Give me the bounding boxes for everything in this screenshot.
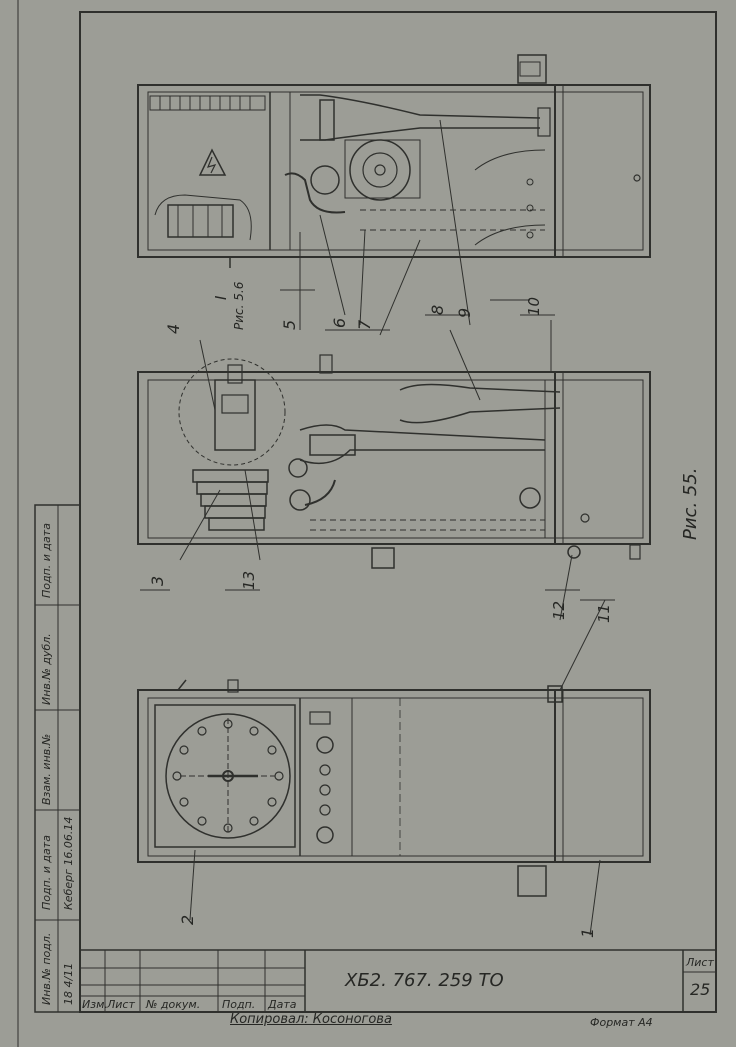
sheet-number: 25 [690, 980, 711, 999]
side-stamp-sign-date-2: Подп. и дата [40, 523, 53, 598]
callout-10: 10 [525, 296, 543, 316]
callout-8: 8 [428, 304, 447, 315]
col-date: Дата [268, 998, 297, 1011]
format-label: Формат А4 [590, 1016, 653, 1029]
detail-ref: I [212, 295, 230, 300]
callout-9: 9 [455, 307, 474, 318]
callout-leaders [140, 119, 615, 936]
side-stamp-sign-date: Подп. и дата [40, 835, 53, 910]
col-sheet: Лист [107, 998, 135, 1011]
callout-1: 1 [578, 927, 597, 938]
callout-7: 7 [355, 319, 374, 330]
side-stamp-replace-inv: Взам. инв.№ [40, 733, 53, 805]
cabinet-view-top [137, 54, 651, 268]
callout-5: 5 [280, 319, 299, 330]
callout-2: 2 [178, 914, 197, 925]
side-stamp-inv-orig-value: 18 4/11 [62, 962, 75, 1005]
callout-11: 11 [595, 603, 613, 623]
document-designation: ХБ2. 767. 259 ТО [345, 970, 504, 991]
callout-13: 13 [240, 570, 258, 590]
side-stamp-inv-orig: Инв.№ подл. [40, 932, 53, 1005]
cabinet-view-middle [137, 354, 651, 569]
detail-note: Рис. 5.6 [232, 281, 246, 330]
figure-caption: Рис. 55. [680, 467, 701, 540]
side-stamp-sign-date-value: Кеберг 16.06.14 [62, 816, 75, 910]
col-doc-no: № докум. [146, 998, 201, 1011]
cabinet-view-bottom [137, 679, 651, 897]
side-stamp-dup-inv: Инв.№ дубл. [40, 633, 53, 705]
col-signature: Подп. [222, 998, 256, 1011]
callout-6: 6 [330, 317, 349, 328]
sheet-label: Лист [686, 956, 714, 969]
callout-3: 3 [148, 575, 167, 586]
col-change: Изм. [82, 998, 108, 1011]
callout-4: 4 [164, 323, 183, 334]
copied-by: Копировал: Косоногова [230, 1012, 392, 1027]
callout-12: 12 [550, 600, 568, 620]
